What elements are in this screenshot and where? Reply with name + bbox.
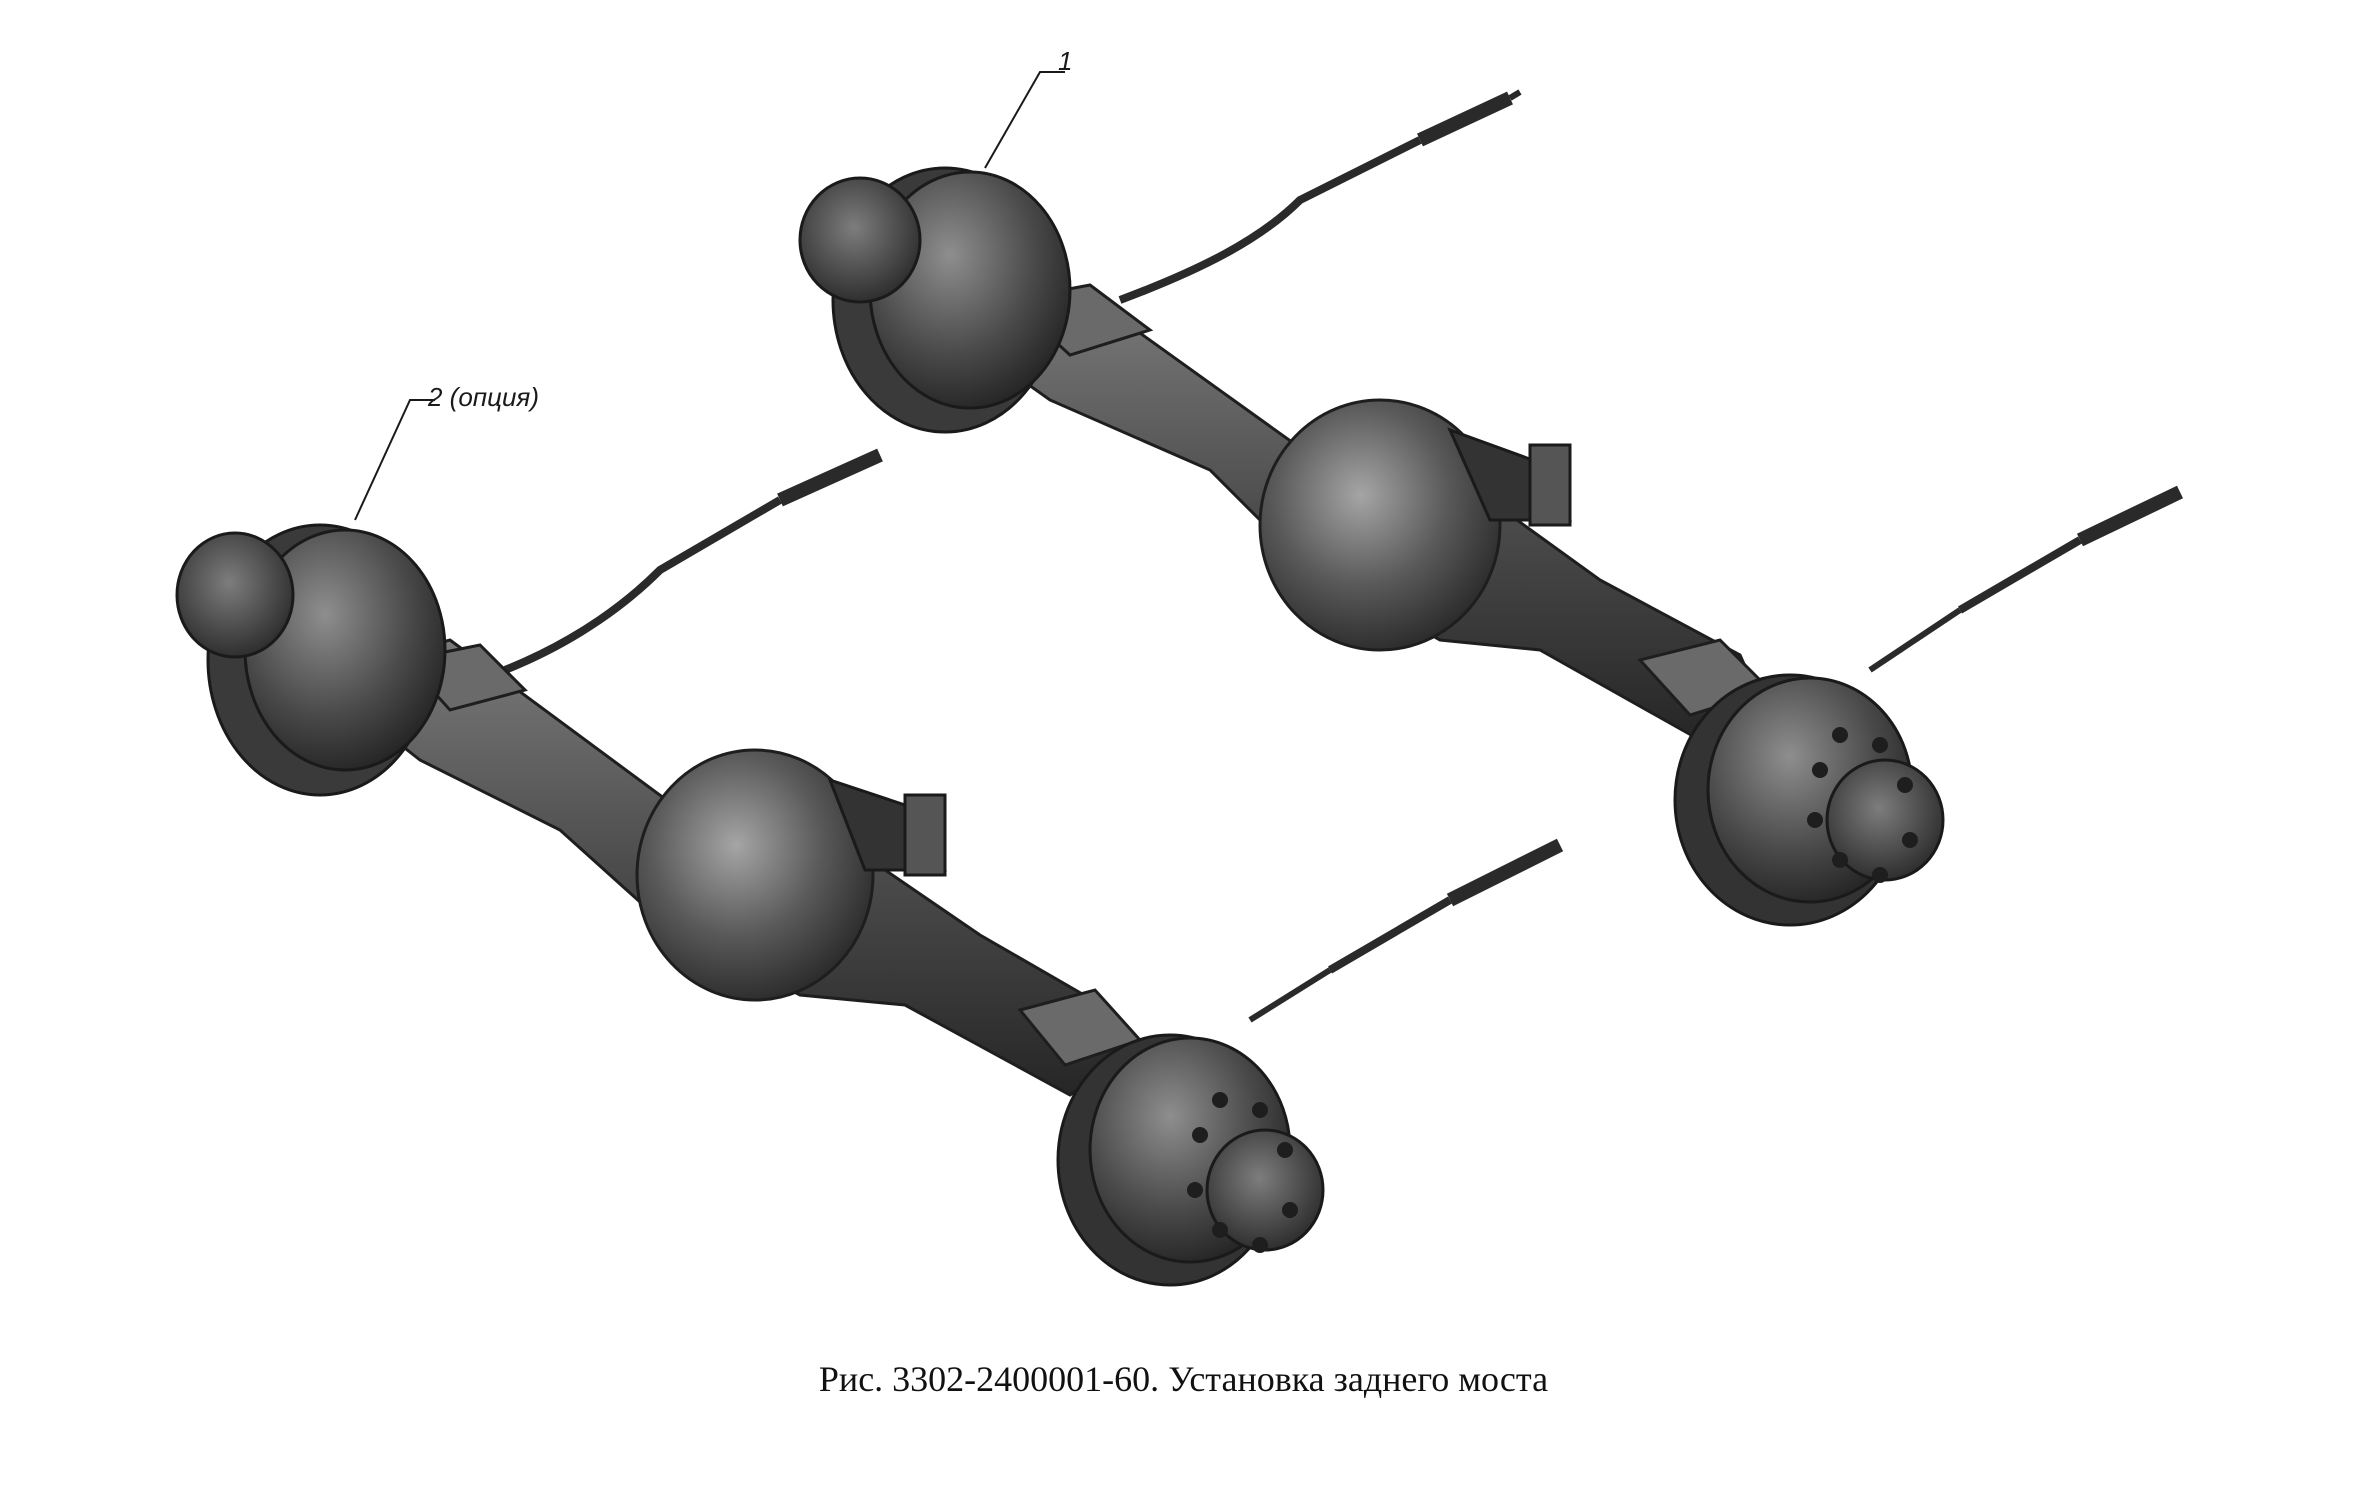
hub-1-left: [798, 176, 922, 304]
brake-cable-1b: [1868, 485, 2184, 673]
pinion-flange-1: [1528, 443, 1572, 527]
differential-housing-2: [635, 748, 875, 1002]
callout-label-1: 1: [1058, 46, 1072, 76]
axle-assembly-2: 2 (опция): [175, 382, 1564, 1287]
wheel-studs-1: [1807, 727, 1918, 883]
brake-cable-1a: [1118, 89, 1522, 304]
callout-label-2: 2 (опция): [427, 382, 539, 412]
callout-leader-1: [984, 71, 1065, 169]
pinion-flange-2: [903, 793, 947, 877]
callout-leader-2: [354, 399, 435, 521]
axle-assembly-1: 1: [798, 46, 2184, 927]
hub-2-left: [175, 531, 295, 659]
brake-cable-2a: [503, 448, 883, 674]
differential-housing-1: [1258, 398, 1502, 652]
wheel-studs-2: [1187, 1092, 1298, 1253]
brake-cable-2b: [1248, 838, 1564, 1023]
figure-caption: Рис. 3302-2400001-60. Установка заднего …: [818, 1359, 1549, 1399]
